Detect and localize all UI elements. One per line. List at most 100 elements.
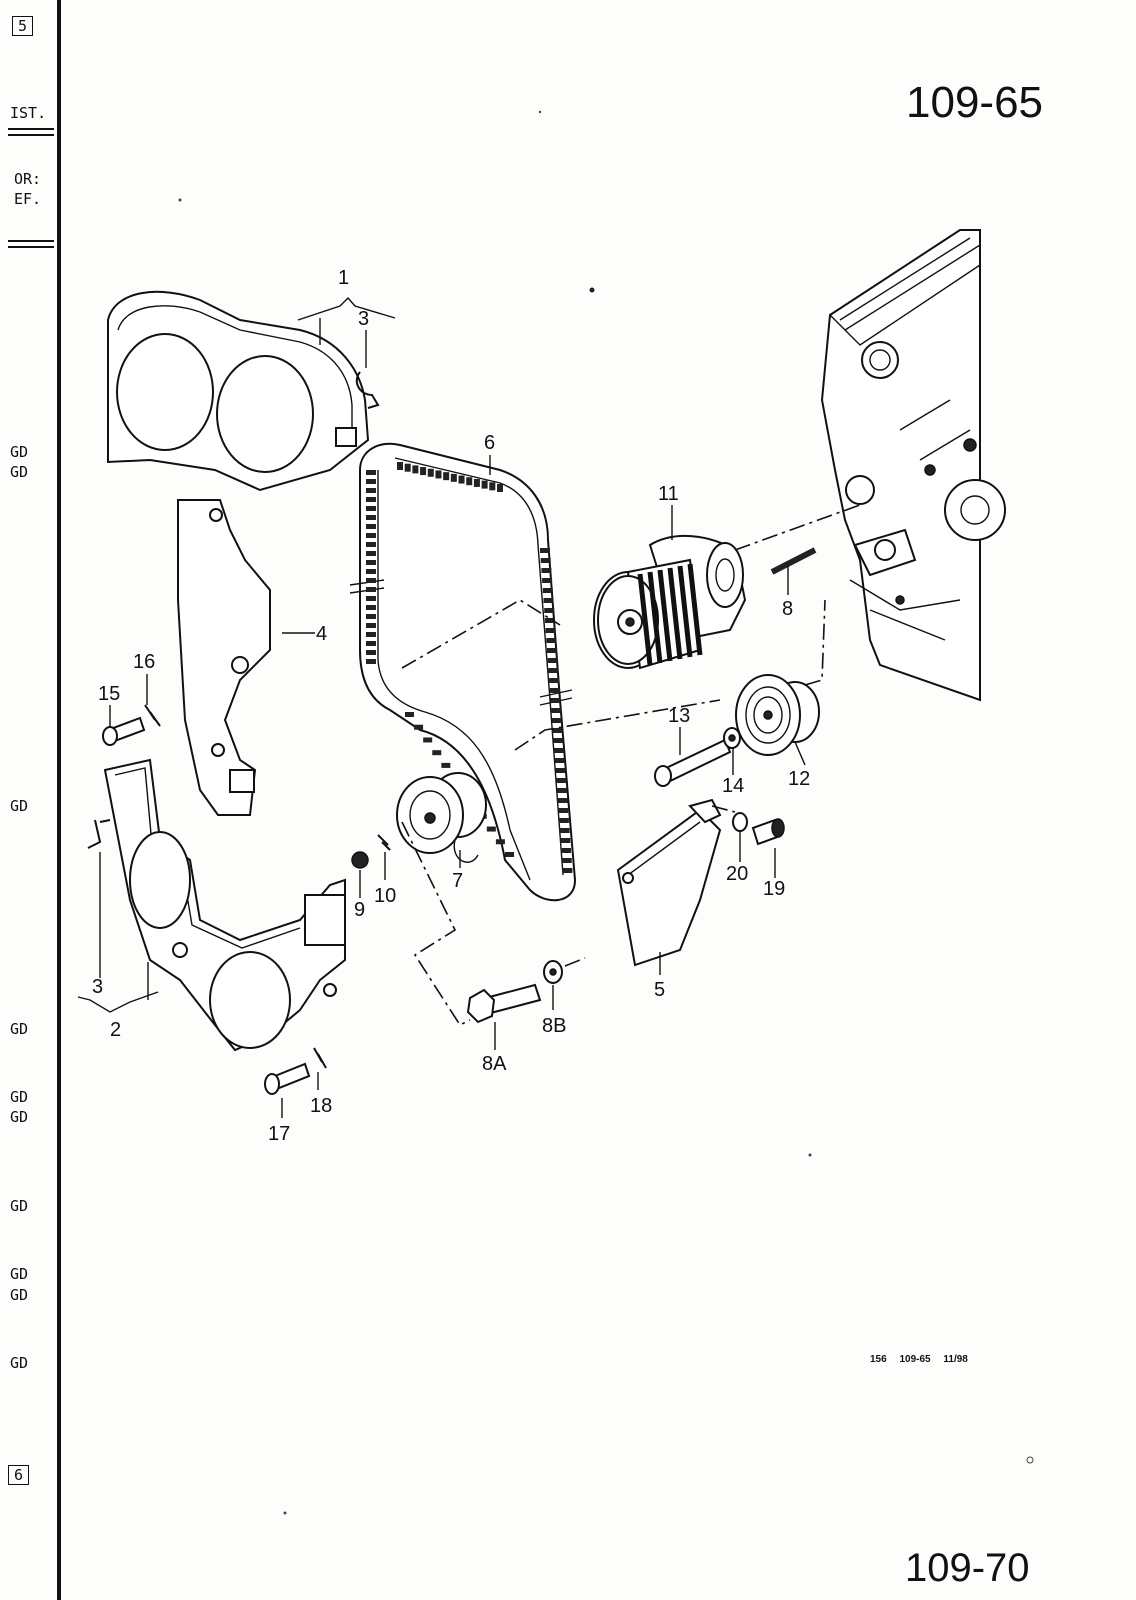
belt-tooth xyxy=(366,506,376,511)
belt-tooth xyxy=(366,551,376,556)
margin-header-list: IST. xyxy=(10,104,47,122)
belt-tooth xyxy=(552,728,563,733)
belt-tooth xyxy=(554,758,565,763)
callout-20: 20 xyxy=(726,863,748,885)
nut xyxy=(351,851,369,869)
belt-tooth xyxy=(420,467,427,476)
belt-tooth xyxy=(549,688,560,693)
pump-rib xyxy=(657,569,673,662)
page-number: 109-65 xyxy=(906,78,1044,127)
belt-tooth xyxy=(366,569,376,574)
assembly-centerlines xyxy=(401,504,861,1027)
belt-tooth xyxy=(557,798,568,803)
margin-label: GD xyxy=(10,1265,29,1283)
belt-tooth xyxy=(443,472,450,481)
belt-tooth xyxy=(547,658,558,663)
belt-tooth xyxy=(556,788,567,793)
rear-timing-panel xyxy=(177,499,271,816)
lower-bolt-washer xyxy=(264,1047,327,1095)
rear-bracket xyxy=(616,798,722,967)
belt-tooth xyxy=(366,605,376,610)
margin-rule xyxy=(8,246,54,248)
belt-tooth xyxy=(547,648,557,653)
leader-lines xyxy=(77,296,806,1118)
callout-10: 10 xyxy=(374,885,396,907)
margin-header-ref: EF. xyxy=(14,190,42,208)
callout-3: 3 xyxy=(358,308,369,330)
belt-tooth xyxy=(481,480,488,489)
cover-clip xyxy=(355,371,380,409)
belt-tooth xyxy=(540,558,551,563)
engine-block-drawing xyxy=(820,229,1006,702)
pulley-bolt-washer xyxy=(654,727,741,787)
bracket-bolt xyxy=(751,818,785,846)
margin-label: GD xyxy=(10,463,29,481)
belt-tooth xyxy=(404,463,411,472)
footer-ref: 109-65 xyxy=(899,1354,931,1365)
callout-15: 15 xyxy=(98,683,120,705)
callout-17: 17 xyxy=(268,1123,290,1145)
callout-8b: 8B xyxy=(542,1015,566,1037)
idler-pulley xyxy=(735,674,820,756)
belt-tooth xyxy=(366,488,376,493)
belt-tooth xyxy=(366,659,376,664)
belt-tooth xyxy=(366,623,376,628)
tensioner-pulley xyxy=(396,772,487,863)
belt-tooth xyxy=(366,587,376,592)
belt-tooth xyxy=(549,678,560,683)
footer-reference: 156 109-65 11/98 xyxy=(870,1354,968,1365)
callout-13: 13 xyxy=(668,705,690,727)
belt-tooth xyxy=(558,808,569,813)
belt-tooth xyxy=(550,698,561,703)
belt-tooth xyxy=(554,748,564,753)
binder-edge-line xyxy=(57,0,61,1600)
belt-tooth xyxy=(558,818,569,823)
belt-tooth xyxy=(559,828,570,833)
belt-tooth xyxy=(366,641,376,646)
bottom-tab: 6 xyxy=(8,1465,30,1485)
belt-tooth xyxy=(495,839,505,845)
pump-rib xyxy=(647,571,663,664)
margin-label: GD xyxy=(10,1286,29,1304)
scan-specks xyxy=(178,110,1034,1515)
belt-tooth xyxy=(546,638,557,643)
pump-rib xyxy=(677,565,693,658)
belt-tooth xyxy=(486,826,496,832)
belt-tooth xyxy=(548,668,559,673)
callout-3-lower: 3 xyxy=(92,976,103,998)
margin-label: GD xyxy=(10,1088,29,1106)
belt-tooth xyxy=(545,628,556,633)
callout-11: 11 xyxy=(658,483,679,505)
belt-tooth xyxy=(366,515,376,520)
margin-label: GD xyxy=(10,1197,29,1215)
callout-19: 19 xyxy=(763,878,785,900)
callout-12: 12 xyxy=(788,768,810,790)
belt-tooth xyxy=(405,712,414,717)
margin-label: GD xyxy=(10,1108,29,1126)
belt-tooth xyxy=(489,482,496,491)
lower-timing-cover xyxy=(103,758,346,1052)
callout-labels: 1 3 6 11 4 8 16 15 13 12 14 20 19 9 10 7… xyxy=(92,267,810,1145)
belt-tooth xyxy=(551,708,562,713)
bolt-and-washer xyxy=(102,704,161,746)
callout-5: 5 xyxy=(654,979,665,1001)
belt-tooth xyxy=(435,470,442,479)
belt-tooth xyxy=(366,632,376,637)
belt-tooth xyxy=(366,524,376,529)
belt-tooth xyxy=(542,588,553,593)
callout-4: 4 xyxy=(316,623,327,645)
callout-1: 1 xyxy=(338,267,349,289)
belt-tooth xyxy=(432,750,442,756)
margin-rule xyxy=(8,134,54,136)
belt-tooth xyxy=(366,497,376,502)
water-pump-ribs xyxy=(637,563,703,666)
belt-tooth xyxy=(366,614,376,619)
belt-tooth xyxy=(497,484,503,492)
belt-tooth xyxy=(366,560,376,565)
belt-tooth xyxy=(366,470,376,475)
footer-date: 11/98 xyxy=(943,1354,968,1365)
callout-2: 2 xyxy=(110,1019,121,1041)
belt-tooth xyxy=(366,533,376,538)
belt-tooth xyxy=(544,608,555,613)
